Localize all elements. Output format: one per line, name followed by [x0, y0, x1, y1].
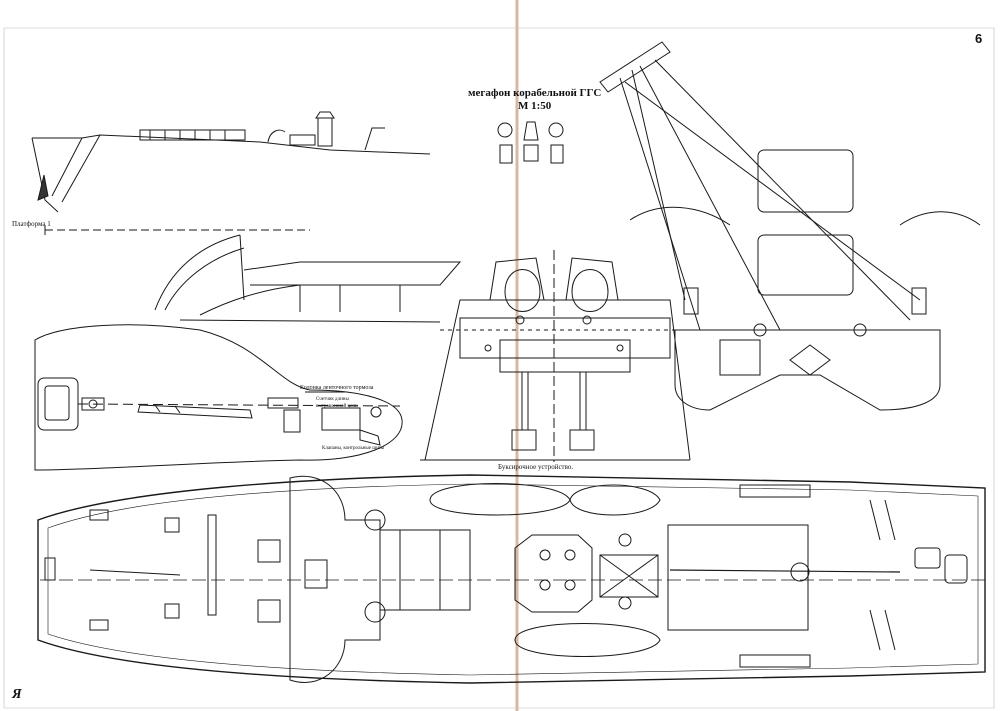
megaphone-icons — [498, 122, 563, 163]
valves-callout: Клапаны, контрольные щиты — [322, 446, 385, 451]
chain-counter-callout-2: вытравленной цепи — [316, 404, 358, 409]
towing-device-caption: Буксирочное устройство. — [498, 463, 574, 471]
publisher-logo: Я — [12, 687, 22, 702]
chain-counter-callout: Счетчик длины — [316, 397, 349, 402]
towing-device-elevation — [420, 250, 690, 462]
megaphone-title: мегафон корабельной ГГС — [468, 87, 602, 99]
deck-plan-view — [38, 475, 985, 683]
davit-crane-elevation — [600, 42, 980, 410]
sheet-frame — [4, 28, 994, 708]
brake-column-callout: Колонка ленточного тормоза — [300, 385, 374, 391]
page-number: 6 — [975, 31, 983, 46]
bow-bulwark-view — [155, 235, 460, 322]
megaphone-scale: М 1:50 — [518, 100, 552, 112]
bow-profile-view — [32, 112, 430, 235]
anchor-deck-detail — [35, 325, 402, 470]
platform-label: Платформа 1 — [12, 220, 51, 228]
